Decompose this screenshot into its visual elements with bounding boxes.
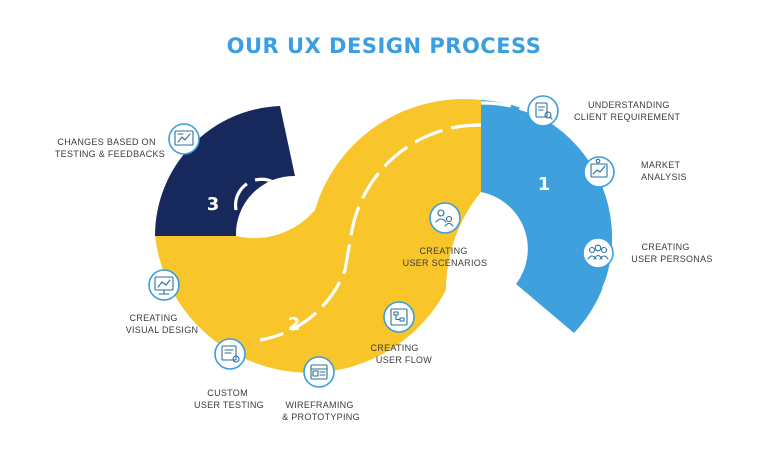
dashed-path-stage3	[233, 177, 283, 211]
document-search-icon	[535, 102, 553, 120]
step-label: UNDERSTANDING CLIENT REQUIREMENT	[574, 100, 680, 122]
step-label-line: CREATING	[370, 343, 418, 353]
stage-number-1: 1	[538, 174, 551, 195]
step-label-line: CREATING	[419, 246, 467, 256]
step-label-line: USER PERSONAS	[631, 254, 712, 264]
page-title: OUR UX DESIGN PROCESS	[227, 34, 542, 58]
step-label: CUSTOM USER TESTING	[194, 388, 264, 410]
step-label-line: ANALYSIS	[641, 172, 687, 182]
stage-number-3: 3	[207, 194, 220, 215]
feedback-board-icon	[174, 130, 194, 146]
dashed-path-middle	[259, 123, 482, 342]
step-market-analysis: MARKET ANALYSIS	[583, 156, 687, 188]
step-label-line: USER TESTING	[194, 400, 264, 410]
step-label: CREATING VISUAL DESIGN	[126, 313, 199, 335]
step-label: CREATING USER SCENARIOS	[403, 246, 488, 268]
stage-1-segment	[481, 100, 613, 333]
step-label: CREATING USER PERSONAS	[631, 242, 712, 264]
step-label-line: UNDERSTANDING	[588, 100, 670, 110]
step-label: MARKET ANALYSIS	[641, 160, 687, 182]
step-understanding-client-requirement: UNDERSTANDING CLIENT REQUIREMENT	[527, 95, 680, 127]
stage-number-2: 2	[288, 314, 301, 335]
wireframe-icon	[310, 364, 328, 380]
step-label-line: CREATING	[129, 313, 177, 323]
step-creating-user-scenarios: CREATING USER SCENARIOS	[403, 202, 488, 268]
monitor-design-icon	[154, 276, 174, 295]
step-wireframing-prototyping: WIREFRAMING & PROTOTYPING	[282, 356, 360, 422]
step-label-line: MARKET	[641, 160, 681, 170]
step-creating-visual-design: CREATING VISUAL DESIGN	[126, 269, 199, 335]
step-label-line: CUSTOM	[207, 388, 248, 398]
step-creating-user-personas: CREATING USER PERSONAS	[582, 237, 712, 269]
step-custom-user-testing: CUSTOM USER TESTING	[194, 338, 264, 410]
step-label: WIREFRAMING & PROTOTYPING	[282, 400, 360, 422]
step-label-line: TESTING & FEEDBACKS	[55, 149, 165, 159]
step-label-line: CREATING	[641, 242, 689, 252]
step-label-line: USER SCENARIOS	[403, 258, 488, 268]
step-label-line: CHANGES BASED ON	[57, 137, 155, 147]
step-label-line: CLIENT REQUIREMENT	[574, 112, 680, 122]
step-label: CHANGES BASED ON TESTING & FEEDBACKS	[55, 137, 165, 159]
market-chart-icon	[590, 158, 608, 178]
step-changes-based-on-feedback: CHANGES BASED ON TESTING & FEEDBACKS	[55, 123, 200, 159]
step-label-line: USER FLOW	[376, 355, 432, 365]
users-group-icon	[587, 244, 609, 260]
stage-3-segment	[154, 106, 295, 236]
step-label-line: WIREFRAMING	[285, 400, 353, 410]
user-testing-icon	[221, 345, 240, 363]
step-creating-user-flow: CREATING USER FLOW	[370, 301, 432, 365]
step-label-line: & PROTOTYPING	[282, 412, 360, 422]
user-scenario-icon	[435, 209, 454, 227]
step-label-line: VISUAL DESIGN	[126, 325, 199, 335]
flow-chart-icon	[390, 308, 408, 326]
step-label: CREATING USER FLOW	[370, 343, 432, 365]
